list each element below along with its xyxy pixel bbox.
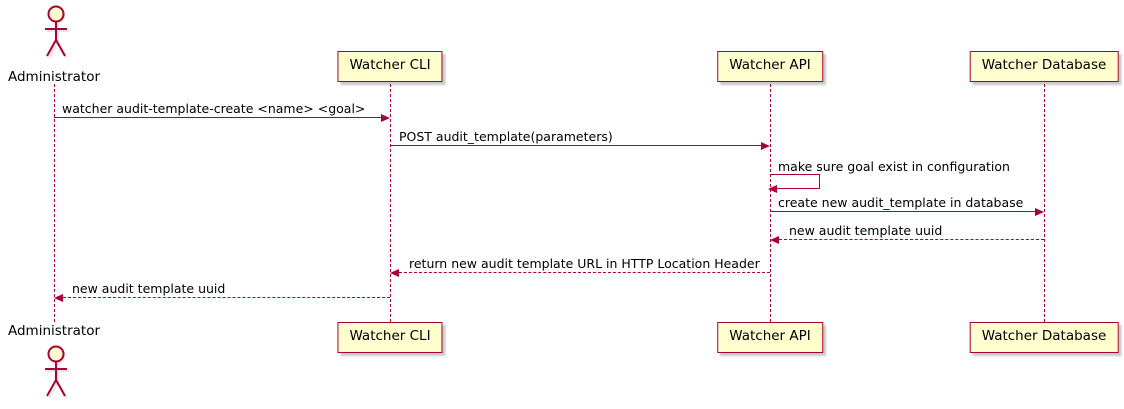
participant-box-watcher-database-top[interactable]: Watcher Database <box>969 51 1119 82</box>
message-label-5: new audit template uuid <box>789 223 943 238</box>
message-arrow-7 <box>54 293 390 302</box>
participant-box-watcher-cli-top[interactable]: Watcher CLI <box>337 51 443 82</box>
message-label-1: watcher audit-template-create <name> <go… <box>62 101 366 116</box>
message-label-2: POST audit_template(parameters) <box>399 129 613 144</box>
message-label-7: new audit template uuid <box>72 281 226 296</box>
message-label-3: make sure goal exist in configuration <box>778 159 1010 174</box>
arrowhead-right-icon <box>761 141 770 150</box>
actor-label-administrator-bottom: Administrator <box>7 323 101 339</box>
message-arrow-4 <box>770 207 1044 216</box>
lifeline-watcher-cli <box>390 84 391 322</box>
message-label-6: return new audit template URL in HTTP Lo… <box>409 256 760 271</box>
arrowhead-left-icon <box>768 184 777 193</box>
arrowhead-left-icon <box>770 235 779 244</box>
message-arrow-2 <box>390 141 770 150</box>
message-arrow-6 <box>390 268 770 277</box>
participant-box-watcher-api-bottom[interactable]: Watcher API <box>717 322 823 353</box>
message-arrow-3-self <box>768 174 820 193</box>
arrowhead-right-icon <box>381 113 390 122</box>
arrowhead-left-icon <box>54 293 63 302</box>
actor-label-administrator-top: Administrator <box>7 69 101 85</box>
message-arrow-5 <box>770 235 1044 244</box>
actor-administrator-top <box>35 4 73 60</box>
arrowhead-right-icon <box>1035 207 1044 216</box>
lifeline-watcher-database <box>1044 84 1045 322</box>
message-label-4: create new audit_template in database <box>778 195 1024 210</box>
participant-box-watcher-api-top[interactable]: Watcher API <box>717 51 823 82</box>
actor-administrator-bottom <box>35 344 73 400</box>
participant-box-watcher-database-bottom[interactable]: Watcher Database <box>969 322 1119 353</box>
participant-box-watcher-cli-bottom[interactable]: Watcher CLI <box>337 322 443 353</box>
lifeline-administrator <box>54 84 55 322</box>
message-arrow-1 <box>54 113 390 122</box>
arrowhead-left-icon <box>390 268 399 277</box>
lifeline-watcher-api <box>770 84 771 322</box>
